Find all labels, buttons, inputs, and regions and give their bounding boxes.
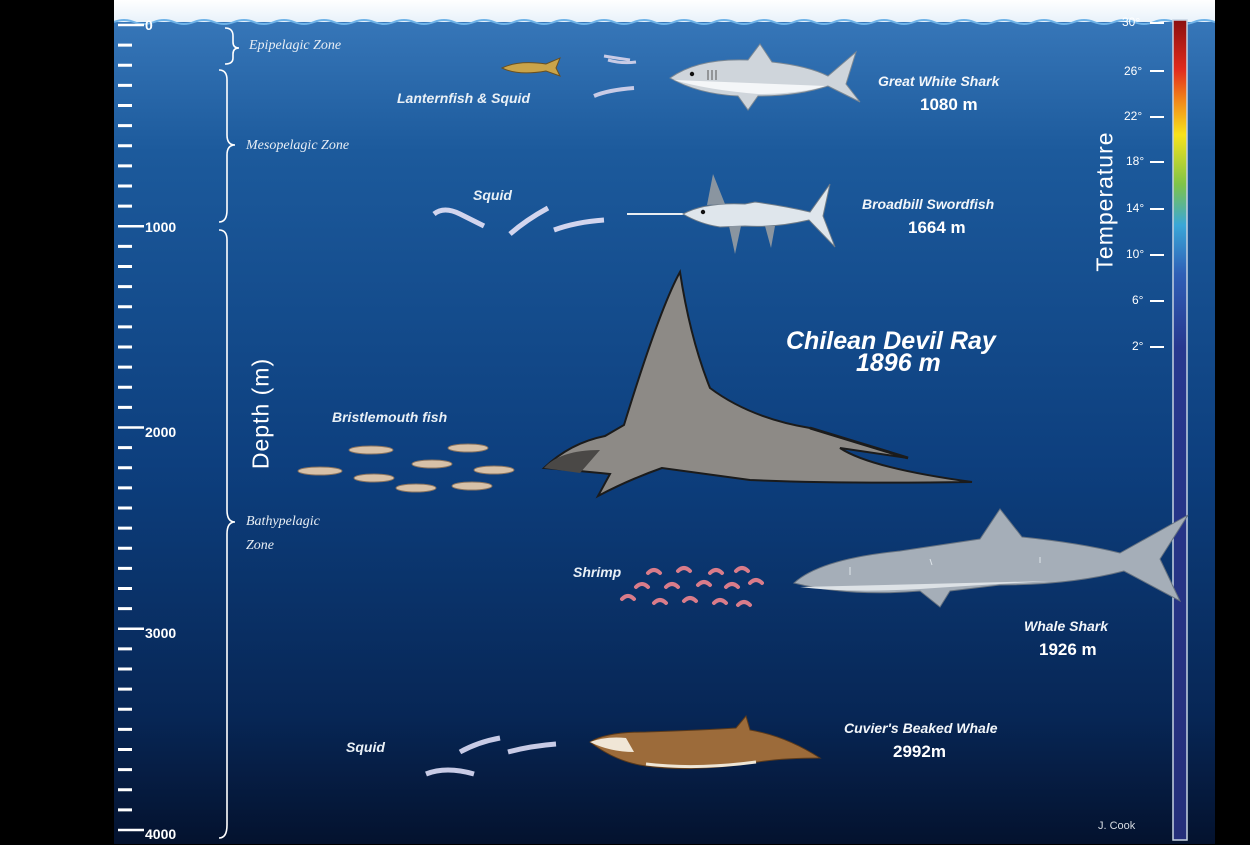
temp-tick-marks (1144, 0, 1166, 400)
great-white-shark-illustration (668, 40, 863, 115)
squid-upper-group (430, 196, 610, 244)
swordfish-depth: 1664 m (908, 218, 966, 238)
squid-lower-label: Squid (346, 739, 385, 755)
devil-ray-illustration (540, 268, 980, 500)
bristlemouth-label: Bristlemouth fish (332, 409, 447, 425)
beaked-whale-illustration (586, 712, 826, 774)
temp-tick-10: 10° (1126, 247, 1144, 261)
temperature-axis-title: Temperature (1092, 127, 1119, 277)
depth-scale (114, 0, 154, 844)
mesopelagic-brace (219, 70, 235, 222)
bathypelagic-zone-label-1: Bathypelagic (246, 514, 320, 530)
credit-label: J. Cook (1098, 820, 1135, 832)
depth-tick-1000: 1000 (145, 219, 176, 235)
shrimp-label: Shrimp (573, 564, 621, 580)
temp-tick-22: 22° (1124, 109, 1142, 123)
bristlemouth-group (296, 440, 518, 500)
depth-axis-title: Depth (m) (248, 349, 275, 479)
great-white-shark-name: Great White Shark (878, 73, 999, 89)
lanternfish-label: Lanternfish & Squid (397, 90, 530, 106)
temperature-bar (1165, 15, 1195, 845)
beaked-whale-name: Cuvier's Beaked Whale (844, 720, 998, 736)
bathypelagic-brace (219, 230, 235, 838)
whale-shark-depth: 1926 m (1039, 640, 1097, 660)
epipelagic-brace (225, 28, 239, 64)
whale-shark-name: Whale Shark (1024, 618, 1108, 634)
squid-upper-label: Squid (473, 187, 512, 203)
bathypelagic-zone-label-2: Zone (246, 538, 274, 554)
depth-tick-0: 0 (145, 17, 153, 33)
temp-tick-30: 30° (1122, 15, 1140, 29)
shrimp-group (614, 563, 764, 618)
swordfish-name: Broadbill Swordfish (862, 196, 994, 212)
temp-tick-2: 2° (1132, 339, 1143, 353)
temp-tick-6: 6° (1132, 293, 1143, 307)
epipelagic-zone-label: Epipelagic Zone (249, 38, 341, 54)
beaked-whale-depth: 2992m (893, 742, 946, 762)
temp-tick-26: 26° (1124, 64, 1142, 78)
depth-tick-4000: 4000 (145, 826, 176, 842)
devil-ray-depth: 1896 m (856, 352, 941, 374)
great-white-shark-depth: 1080 m (920, 95, 978, 115)
depth-tick-3000: 3000 (145, 625, 176, 641)
temp-tick-18: 18° (1126, 154, 1144, 168)
temp-tick-14: 14° (1126, 201, 1144, 215)
squid-lower-group (420, 730, 565, 785)
mesopelagic-zone-label: Mesopelagic Zone (246, 138, 349, 154)
depth-tick-2000: 2000 (145, 424, 176, 440)
zone-braces (205, 0, 245, 844)
whale-shark-illustration (790, 505, 1192, 608)
swordfish-illustration (625, 172, 840, 257)
